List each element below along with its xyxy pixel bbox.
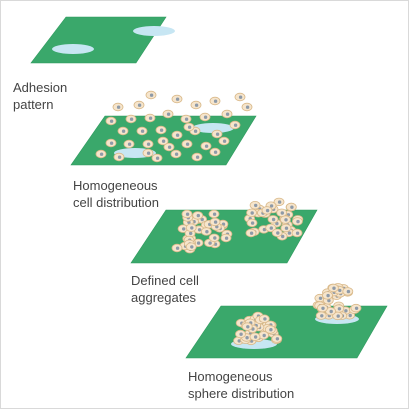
cell <box>151 153 163 163</box>
cell <box>200 141 212 151</box>
caption-line: Adhesion <box>13 80 68 95</box>
cell <box>280 223 292 233</box>
cell <box>155 125 167 135</box>
cell <box>264 325 276 334</box>
cell <box>258 314 270 323</box>
cell <box>117 126 129 136</box>
caption-line: Homogeneous <box>73 178 158 193</box>
cell <box>136 126 148 136</box>
cell <box>144 113 156 123</box>
cell <box>112 102 124 112</box>
cell <box>180 114 192 124</box>
cell <box>190 100 202 110</box>
cell <box>145 90 157 100</box>
cell <box>322 291 333 300</box>
cell <box>171 94 183 104</box>
cell <box>171 130 183 140</box>
cell <box>315 311 327 320</box>
cell <box>245 228 257 238</box>
cell <box>200 227 212 236</box>
cell <box>171 243 183 253</box>
cell <box>123 139 135 149</box>
cell <box>208 209 220 219</box>
cell <box>221 109 233 119</box>
cell <box>181 139 193 149</box>
caption-line: Homogeneous <box>188 369 273 384</box>
cell <box>271 228 283 238</box>
caption-line: aggregates <box>131 290 197 305</box>
cell <box>181 209 193 219</box>
cell <box>211 129 223 139</box>
caption-line: Defined cell <box>131 273 199 288</box>
cell <box>246 208 258 218</box>
cell <box>157 136 169 146</box>
cell <box>105 116 117 126</box>
cell <box>276 208 288 218</box>
cell <box>234 92 246 102</box>
plate-sphere-distribution <box>185 283 388 359</box>
cell <box>291 217 303 226</box>
cell <box>142 148 154 158</box>
cell <box>95 149 107 159</box>
cell <box>241 322 253 331</box>
cell <box>183 122 195 132</box>
caption-line: pattern <box>13 97 54 112</box>
cell <box>267 215 279 224</box>
cell <box>285 202 297 212</box>
plate-adhesion-pattern <box>30 16 175 64</box>
cell <box>218 136 230 146</box>
cell <box>235 329 246 339</box>
cell <box>350 303 362 313</box>
cell <box>209 217 221 227</box>
cell <box>246 218 258 228</box>
cell <box>113 152 125 162</box>
cell <box>209 147 221 157</box>
cell <box>142 139 154 149</box>
cell <box>261 206 273 215</box>
cell <box>249 200 261 210</box>
cell <box>199 112 211 122</box>
caption-adhesion-pattern: Adhesion pattern <box>13 79 67 113</box>
cell <box>249 332 261 342</box>
caption-line: cell distribution <box>73 195 159 210</box>
cell <box>316 303 328 313</box>
cell <box>208 233 220 243</box>
adhesion-spot <box>52 44 94 54</box>
cell <box>125 114 137 124</box>
cell <box>229 120 241 130</box>
cell <box>133 100 145 110</box>
cell <box>162 109 174 119</box>
cell <box>271 334 283 343</box>
caption-line: sphere distribution <box>188 386 295 401</box>
caption-sphere-distribution: Homogeneous sphere distribution <box>188 368 294 402</box>
adhesion-spot <box>133 26 175 36</box>
cell <box>327 283 339 293</box>
caption-cell-distribution: Homogeneous cell distribution <box>73 177 159 211</box>
cell <box>192 211 204 220</box>
plate-cell-distribution <box>70 90 257 166</box>
cell <box>185 223 197 232</box>
adhesion-spot <box>192 123 234 133</box>
cell <box>241 102 253 112</box>
cell <box>105 138 117 148</box>
cell <box>185 242 197 251</box>
cell <box>291 228 303 238</box>
caption-cell-aggregates: Defined cell aggregates <box>131 272 199 306</box>
plate-cell-aggregates <box>130 197 318 264</box>
cell <box>191 152 203 162</box>
cell <box>342 287 354 296</box>
cell <box>220 233 232 243</box>
cell <box>170 149 182 159</box>
cell <box>209 96 221 106</box>
